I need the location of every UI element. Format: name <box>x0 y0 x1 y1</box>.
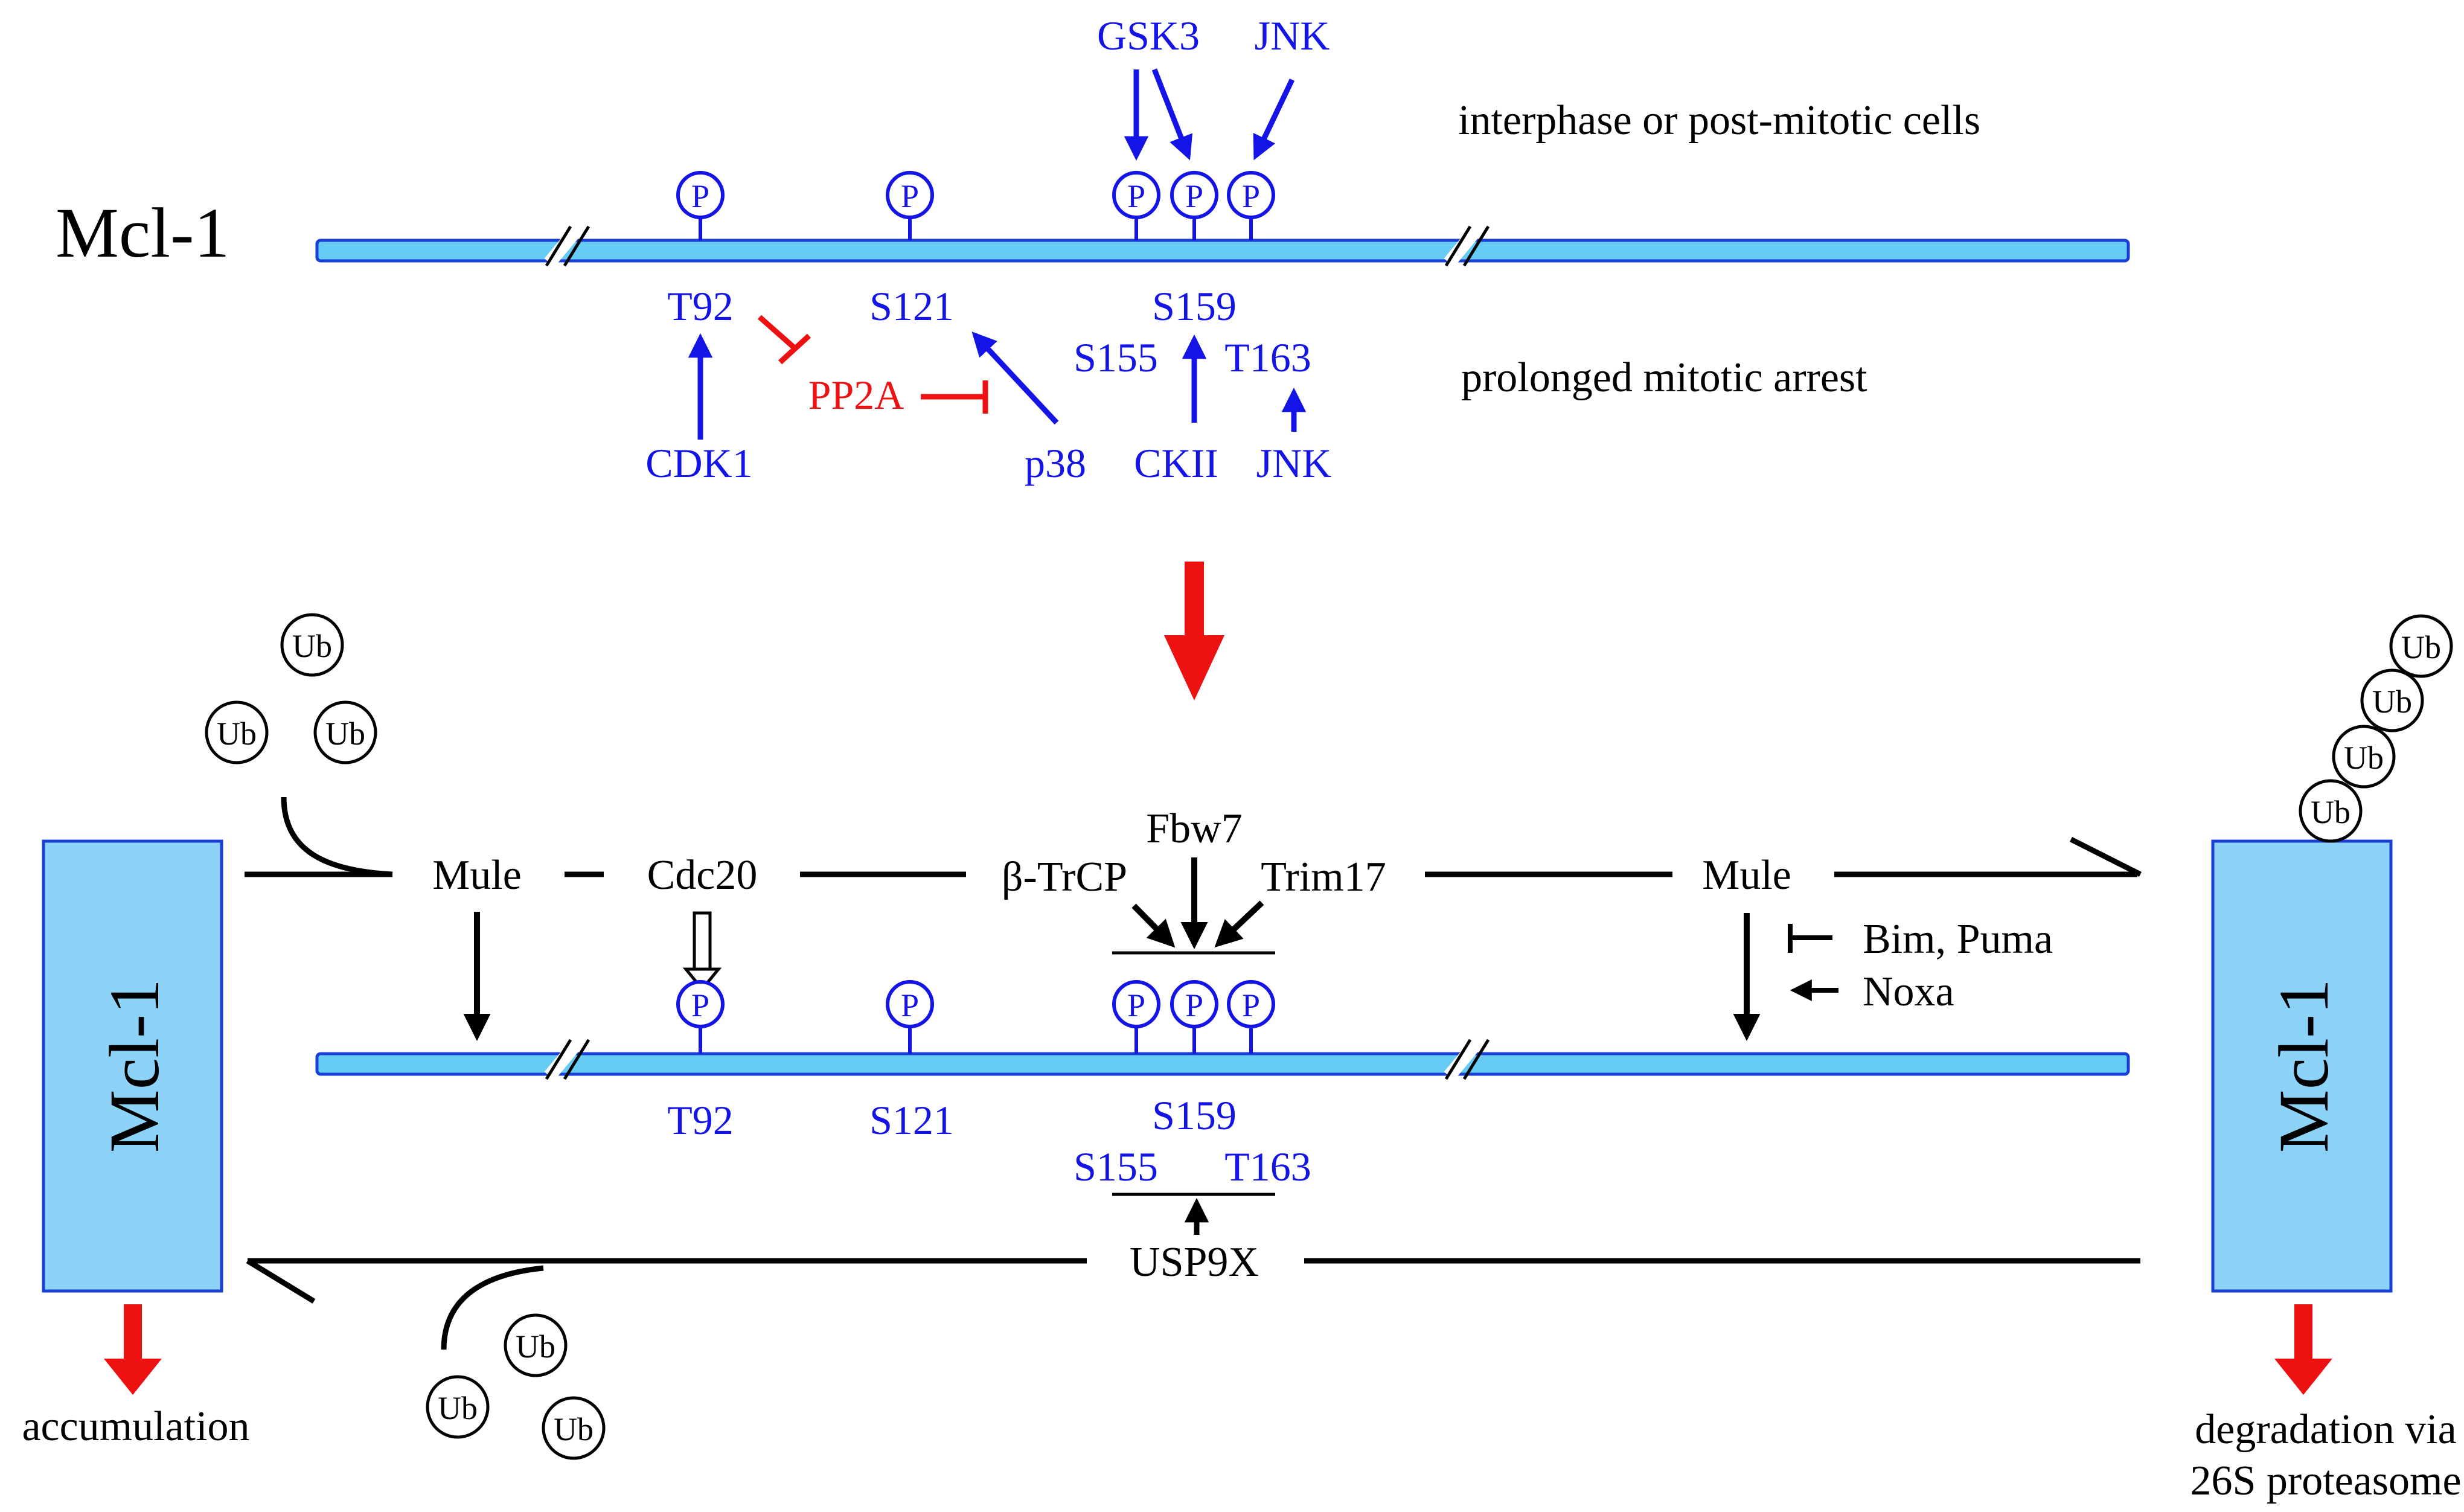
right-outcome-arrow <box>2274 1304 2332 1395</box>
bottom-panel: Mcl-1 Mcl-1 Ub Ub Ub U <box>22 613 2462 1504</box>
ligase-arrows <box>463 857 1761 1041</box>
top-protein-label: Mcl-1 <box>56 193 229 272</box>
svg-text:Ub: Ub <box>2344 740 2384 776</box>
bottom-break-marks <box>544 1035 1490 1081</box>
ligase-btrcp: β-TrCP <box>1002 854 1127 900</box>
top-phosphatase-pp2a: PP2A <box>808 372 904 418</box>
bottom-site-s121: S121 <box>869 1097 954 1143</box>
svg-text:P: P <box>1242 987 1260 1023</box>
bottom-site-s159: S159 <box>1152 1092 1237 1138</box>
ligase-mule-left: Mule <box>432 852 522 899</box>
svg-text:Ub: Ub <box>217 716 257 752</box>
top-kinase-arrows-below <box>688 332 1307 440</box>
svg-text:P: P <box>1185 178 1203 214</box>
top-phospho-sites: P P P P P <box>676 171 1275 240</box>
svg-text:P: P <box>1127 178 1145 214</box>
deubiquitination-pathway-line <box>246 1258 2140 1350</box>
bottom-site-t92: T92 <box>667 1097 734 1143</box>
outcome-accumulation: accumulation <box>22 1403 249 1450</box>
ligase-mule-right: Mule <box>1702 852 1791 899</box>
bottom-phospho-s159: P <box>1170 980 1218 1054</box>
ligase-fbw7: Fbw7 <box>1146 806 1242 852</box>
svg-text:P: P <box>901 178 919 214</box>
svg-text:P: P <box>691 987 709 1023</box>
bottom-site-s155: S155 <box>1074 1144 1158 1190</box>
bottom-phospho-s121: P <box>886 980 934 1054</box>
ub-icon-free-3: Ub <box>313 700 377 764</box>
left-mcl1-box: Mcl-1 <box>42 839 223 1293</box>
svg-text:P: P <box>691 178 709 214</box>
bottom-phospho-t92: P <box>676 980 725 1054</box>
top-kinase-arrows-above <box>1124 68 1295 161</box>
svg-text:Ub: Ub <box>325 716 365 752</box>
svg-text:Ub: Ub <box>2372 684 2412 720</box>
top-phospho-t92: P <box>676 171 725 240</box>
bim-puma-inhibition <box>1788 924 1832 953</box>
ligase-trim17: Trim17 <box>1261 854 1386 900</box>
top-kinase-cdk1: CDK1 <box>645 440 753 486</box>
top-phospho-s155: P <box>1112 171 1160 240</box>
regulator-bim-puma: Bim, Puma <box>1863 916 2053 963</box>
right-mcl1-label: Mcl-1 <box>2264 979 2343 1153</box>
deubiquitinase-usp9x: USP9X <box>1130 1239 1259 1286</box>
ubiquitination-pathway-line <box>245 796 2142 877</box>
svg-text:Ub: Ub <box>516 1328 555 1365</box>
top-site-s159: S159 <box>1152 283 1237 329</box>
bottom-phospho-sites: P P P P P <box>676 980 1275 1054</box>
ub-circles: Ub Ub Ub Ub Ub Ub Ub Ub Ub Ub <box>205 613 2453 1460</box>
top-site-t163: T163 <box>1224 335 1311 380</box>
svg-text:Ub: Ub <box>554 1411 594 1447</box>
ub-icon-chain-3: Ub <box>2360 668 2424 732</box>
svg-text:Ub: Ub <box>2401 629 2441 665</box>
ub-icon-free-1: Ub <box>280 613 344 677</box>
top-site-s155: S155 <box>1074 335 1158 380</box>
left-mcl1-label: Mcl-1 <box>95 979 174 1153</box>
top-kinase-jnk-below: JNK <box>1256 440 1332 486</box>
regulator-noxa: Noxa <box>1863 969 1954 1015</box>
svg-text:P: P <box>1242 178 1260 214</box>
top-break-marks <box>544 222 1490 267</box>
top-phospho-s159: P <box>1170 171 1218 240</box>
top-phospho-s121: P <box>886 171 934 240</box>
top-pp2a-inhibition <box>758 315 988 414</box>
svg-text:P: P <box>1185 987 1203 1023</box>
top-context-interphase: interphase or post-mitotic cells <box>1458 97 1980 144</box>
top-site-s121: S121 <box>869 283 954 329</box>
top-context-mitotic: prolonged mitotic arrest <box>1461 354 1867 401</box>
ub-icon-free-6: Ub <box>542 1396 606 1460</box>
ub-icon-chain-1: Ub <box>2299 779 2363 843</box>
svg-text:Ub: Ub <box>292 628 332 664</box>
bottom-phospho-s155: P <box>1112 980 1160 1054</box>
ub-icon-chain-4: Ub <box>2389 614 2453 678</box>
top-panel: Mcl-1 P P P <box>56 13 2130 486</box>
svg-text:P: P <box>901 987 919 1023</box>
ub-icon-free-4: Ub <box>504 1313 568 1377</box>
svg-text:P: P <box>1127 987 1145 1023</box>
outcome-degradation-line2: 26S proteasome <box>2190 1458 2461 1504</box>
top-kinase-jnk-above: JNK <box>1255 13 1330 59</box>
transition-arrow <box>1164 562 1224 700</box>
svg-text:Ub: Ub <box>438 1390 478 1426</box>
top-kinase-p38: p38 <box>1025 440 1086 486</box>
cdc20-hollow-arrow <box>682 911 722 991</box>
bottom-site-t163: T163 <box>1224 1144 1311 1190</box>
ub-icon-chain-2: Ub <box>2332 725 2396 789</box>
bottom-protein-bar <box>315 1052 2130 1076</box>
ub-icon-free-2: Ub <box>205 700 269 764</box>
svg-text:Ub: Ub <box>2311 794 2350 830</box>
bottom-phospho-t163: P <box>1227 980 1275 1054</box>
top-protein-bar <box>315 239 2130 263</box>
left-outcome-arrow <box>104 1304 162 1395</box>
top-site-t92: T92 <box>667 283 734 329</box>
ligase-cdc20: Cdc20 <box>647 852 758 899</box>
ub-icon-free-5: Ub <box>426 1375 490 1439</box>
top-kinase-gsk3: GSK3 <box>1097 13 1200 59</box>
top-phospho-t163: P <box>1227 171 1275 240</box>
outcome-degradation-line1: degradation via <box>2195 1406 2456 1453</box>
right-mcl1-box: Mcl-1 <box>2211 839 2393 1293</box>
top-kinase-ckii: CKII <box>1134 440 1218 486</box>
